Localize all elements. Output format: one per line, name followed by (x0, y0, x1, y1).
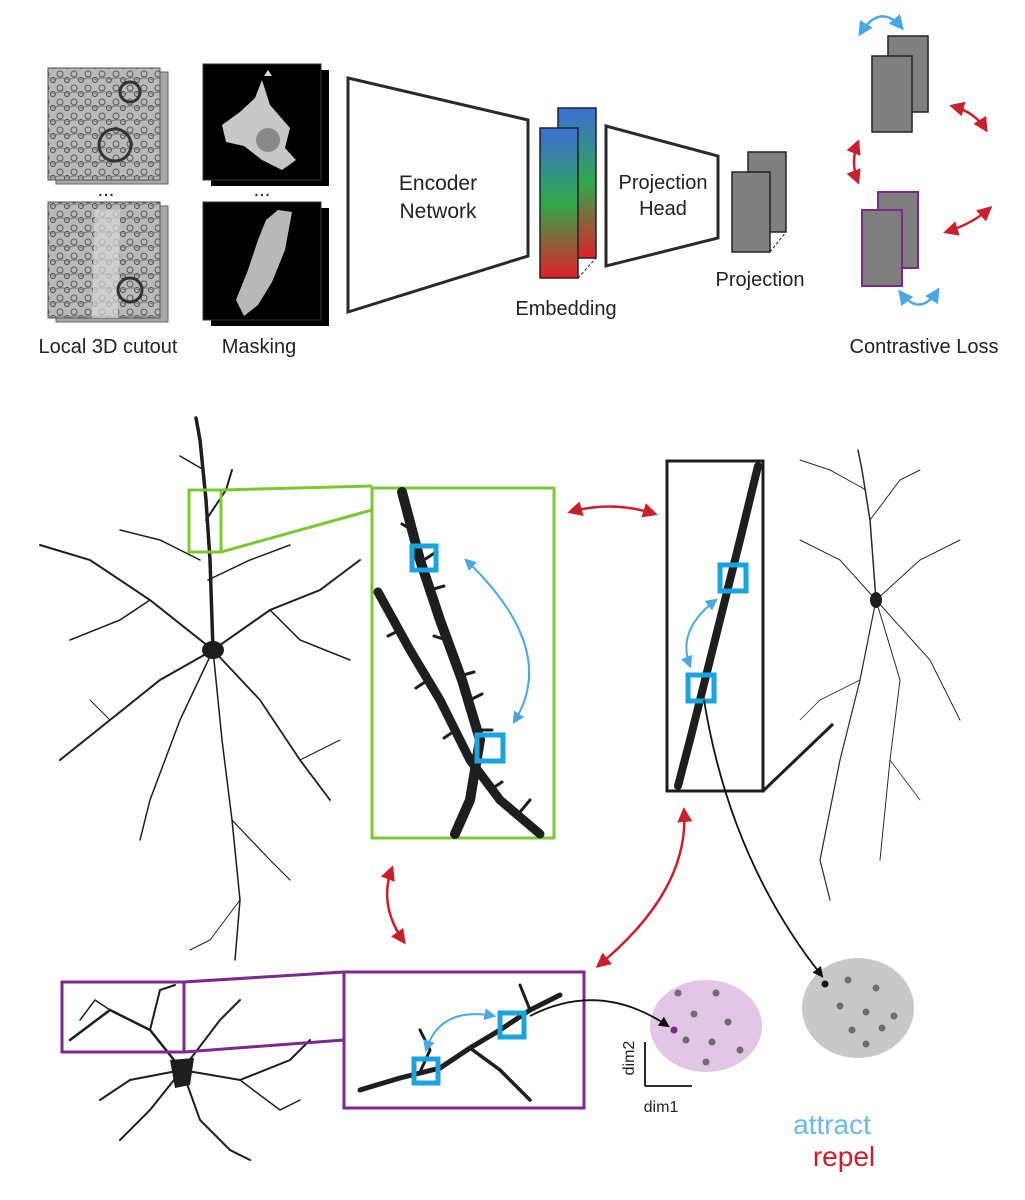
repel-arrow-right-top (949, 101, 988, 133)
map-arrow-gray (703, 699, 824, 978)
masked-cutout-stack-top (202, 63, 329, 186)
purple-zoom-line-bottom (183, 1038, 345, 1054)
neuron-soma-left (202, 641, 224, 659)
black-zoom-line (761, 722, 835, 793)
contrastive-pair-purple (861, 191, 919, 287)
mask-ellipsis: ... (254, 179, 271, 201)
neuron-soma-bottom (170, 1058, 194, 1088)
purple-cluster (650, 980, 762, 1072)
repel-arrow-right-bottom (943, 206, 993, 236)
repel-arrow-green-purple (380, 865, 406, 945)
gray-cluster (802, 958, 914, 1058)
green-zoom-panel (370, 486, 556, 840)
masking-label: Masking (222, 336, 296, 358)
purple-cluster-points (674, 989, 744, 1066)
interneuron-bottom (68, 984, 311, 1161)
contrastive-loss-label: Contrastive Loss (850, 336, 999, 358)
green-zoom-line-top (220, 484, 373, 492)
em-cutout-stack-bottom (47, 201, 169, 323)
black-zoom-panel (665, 459, 765, 793)
projection-output (731, 151, 787, 253)
purple-highlight-point (670, 1026, 678, 1034)
projection-label: Projection (716, 269, 805, 291)
repel-arrow-left (846, 139, 861, 185)
encoder-label-line1: Encoder (399, 172, 477, 195)
pyramidal-neuron-left (39, 416, 361, 961)
embedding-vector (539, 107, 597, 279)
gray-highlight-point (821, 980, 829, 988)
green-zoom-line-lower (220, 508, 373, 554)
map-arrow-purple (529, 999, 670, 1028)
contrastive-pair-gray (871, 35, 929, 133)
legend-repel: repel (813, 1141, 875, 1172)
green-roi-box (187, 488, 223, 554)
legend-attract: attract (793, 1109, 871, 1140)
cutout-ellipsis: ... (98, 179, 115, 201)
neuron-soma-right (870, 592, 882, 608)
repel-arrow-green-black (567, 501, 658, 518)
em-cutout-stack-top (47, 67, 169, 185)
purple-zoom-panel (342, 970, 586, 1110)
embedding-axes (644, 1042, 692, 1087)
attract-arrow-bottom (898, 287, 940, 307)
cutout-label: Local 3D cutout (39, 336, 178, 358)
encoder-label-line2: Network (399, 200, 477, 223)
pyramidal-neuron-right (799, 449, 961, 901)
purple-roi-box (60, 980, 186, 1054)
gray-cluster-points (836, 976, 898, 1048)
embedding-label: Embedding (515, 298, 616, 320)
purple-zoom-line-top (183, 970, 345, 984)
masked-cutout-stack-bottom (202, 201, 329, 326)
green-zoom-line-bottom (221, 488, 372, 552)
encoder-network-block (346, 76, 530, 315)
projection-head-label-line1: Projection (619, 172, 708, 194)
attract-arrow-top (858, 13, 904, 37)
repel-arrow-black-purple (595, 807, 693, 968)
dim2-label: dim2 (621, 1041, 638, 1076)
projection-head-block (604, 124, 720, 268)
dim1-label: dim1 (644, 1099, 679, 1116)
projection-head-label-line2: Head (639, 198, 687, 220)
